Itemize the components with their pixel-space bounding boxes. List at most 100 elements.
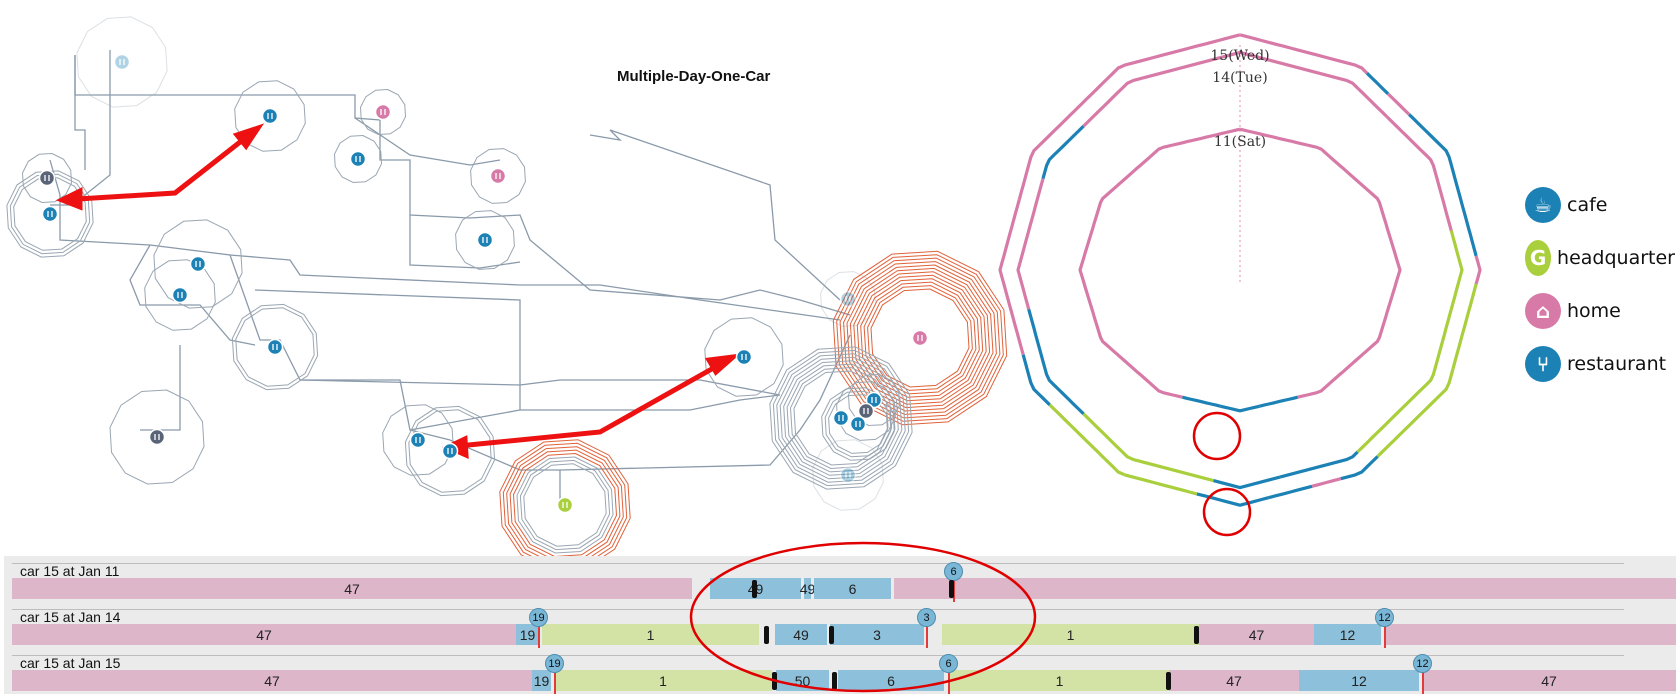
stop-ring (704, 317, 784, 397)
gap-marker (949, 580, 954, 598)
poi-home-icon[interactable] (489, 167, 507, 185)
poi-cafe-icon[interactable] (409, 431, 427, 449)
timeline-segment-blue[interactable]: 19 (532, 670, 551, 691)
legend-label: cafe (1567, 193, 1608, 216)
day-ring-segment (1386, 92, 1411, 116)
poi-cafe-icon[interactable] (113, 53, 131, 71)
timeline-segment-home[interactable] (894, 578, 1676, 599)
poi-home-dark-icon[interactable] (857, 402, 875, 420)
stop-ring (516, 456, 614, 554)
poi-home-icon[interactable] (374, 103, 392, 121)
timeline-segment-home[interactable]: 47 (12, 578, 692, 599)
stop-ring (832, 250, 1008, 426)
timeline-segment-home[interactable]: 47 (1169, 670, 1299, 691)
stop-count-badge[interactable]: 6 (944, 562, 963, 581)
poi-markers[interactable] (38, 53, 929, 514)
gap-marker (772, 672, 777, 690)
trajectory-map[interactable] (0, 0, 1008, 571)
timeline-segment-blue[interactable]: 49 (800, 578, 815, 599)
stop-ring (783, 360, 899, 476)
poi-restaurant-icon[interactable] (171, 286, 189, 304)
timeline-segment-hq[interactable]: 1 (554, 670, 772, 691)
stop-rings (6, 16, 1008, 571)
timeline-segment-blue[interactable]: 12 (1314, 624, 1381, 645)
gap-marker (1194, 626, 1199, 644)
stop-ring (839, 257, 1001, 419)
poi-cafe-icon[interactable] (839, 466, 857, 484)
stop-count-badge[interactable]: 12 (1413, 654, 1432, 673)
poi-restaurant-icon[interactable] (865, 391, 883, 409)
poi-restaurant-icon[interactable] (266, 338, 284, 356)
row-label: car 15 at Jan 15 (20, 655, 121, 671)
timeline-segment-blue[interactable]: 50 (776, 670, 829, 691)
timeline-segment-home[interactable] (1384, 624, 1676, 645)
poi-cafe-icon[interactable] (735, 348, 753, 366)
timeline-segment-home[interactable]: 47 (12, 670, 532, 691)
timeline-panel[interactable]: car 15 at Jan 11 47494966 car 15 at Jan … (4, 556, 1676, 694)
poi-home-dark-icon[interactable] (38, 169, 56, 187)
stop-ring (867, 285, 973, 391)
legend-label: restaurant (1567, 352, 1667, 375)
poi-cafe-icon[interactable] (849, 415, 867, 433)
stop-ring (849, 267, 991, 409)
timeline-segment-hq[interactable]: 1 (542, 624, 759, 645)
day-ring-segment (1268, 484, 1313, 500)
row-label: car 15 at Jan 11 (20, 563, 120, 579)
poi-cafe-icon[interactable] (349, 150, 367, 168)
timeline-row-jan-11[interactable]: car 15 at Jan 11 47494966 (4, 556, 1676, 602)
timeline-segment-hq[interactable]: 1 (942, 624, 1199, 645)
stop-ring (847, 373, 901, 427)
day-ring-segment (1356, 308, 1453, 454)
gap-marker (764, 626, 769, 644)
timeline-segment-home[interactable]: 47 (1422, 670, 1676, 691)
day-ring-segment (1408, 113, 1478, 257)
timeline-segment-blue[interactable]: 3 (830, 624, 924, 645)
stop-marker-tick (1422, 668, 1424, 694)
poi-cafe-icon[interactable] (41, 205, 59, 223)
day-ring-segment (1041, 125, 1085, 180)
day-ring-segment (1027, 308, 1085, 415)
poi-home-dark-icon[interactable] (148, 428, 166, 446)
road-network (49, 50, 851, 500)
stop-count-badge[interactable]: 19 (545, 654, 564, 673)
day-ring-segment (1124, 473, 1198, 496)
timeline-segment-home[interactable]: 47 (1199, 624, 1314, 645)
day-ring-segment (1474, 255, 1482, 285)
poi-restaurant-icon[interactable] (441, 442, 459, 460)
day-ring-segment (1340, 455, 1379, 481)
day-ring-segment (1213, 475, 1281, 490)
timeline-segment-blue[interactable]: 19 (516, 624, 539, 645)
stop-count-badge[interactable]: 6 (939, 654, 958, 673)
poi-cafe-icon[interactable] (839, 290, 857, 308)
poi-cafe-icon[interactable] (832, 409, 850, 427)
stop-ring (769, 346, 913, 490)
poi-restaurant-icon[interactable] (261, 107, 279, 125)
stop-ring (812, 439, 884, 511)
timeline-segment-blue[interactable]: 12 (1299, 670, 1419, 691)
stop-count-badge[interactable]: 19 (529, 608, 548, 627)
timeline-segment-blue[interactable]: 49 (775, 624, 827, 645)
stop-marker-tick (554, 668, 556, 694)
poi-hq-icon[interactable] (556, 496, 574, 514)
timeline-segment-hq[interactable]: 1 (950, 670, 1169, 691)
stop-ring (821, 387, 895, 461)
stop-ring (824, 390, 892, 458)
timeline-segment-blue[interactable]: 6 (838, 670, 944, 691)
gap-marker (832, 672, 837, 690)
stop-count-badge[interactable]: 3 (917, 608, 936, 627)
day-ring-segment (1239, 33, 1369, 75)
legend-item-cafe: ☕ cafe (1525, 178, 1675, 231)
radial-day-view[interactable]: 15(Wed) 14(Tue) 11(Sat) (980, 0, 1520, 555)
timeline-segment-home[interactable]: 47 (12, 624, 516, 645)
stop-ring (153, 219, 243, 309)
fork-knife-icon: ⑂ (1525, 345, 1561, 382)
stop-ring (836, 254, 1004, 422)
poi-cafe-icon[interactable] (476, 231, 494, 249)
poi-home-icon[interactable] (911, 329, 929, 347)
poi-restaurant-icon[interactable] (189, 255, 207, 273)
stop-count-badge[interactable]: 12 (1375, 608, 1394, 627)
gap-marker (1166, 672, 1171, 690)
timeline-segment-blue[interactable]: 6 (814, 578, 891, 599)
